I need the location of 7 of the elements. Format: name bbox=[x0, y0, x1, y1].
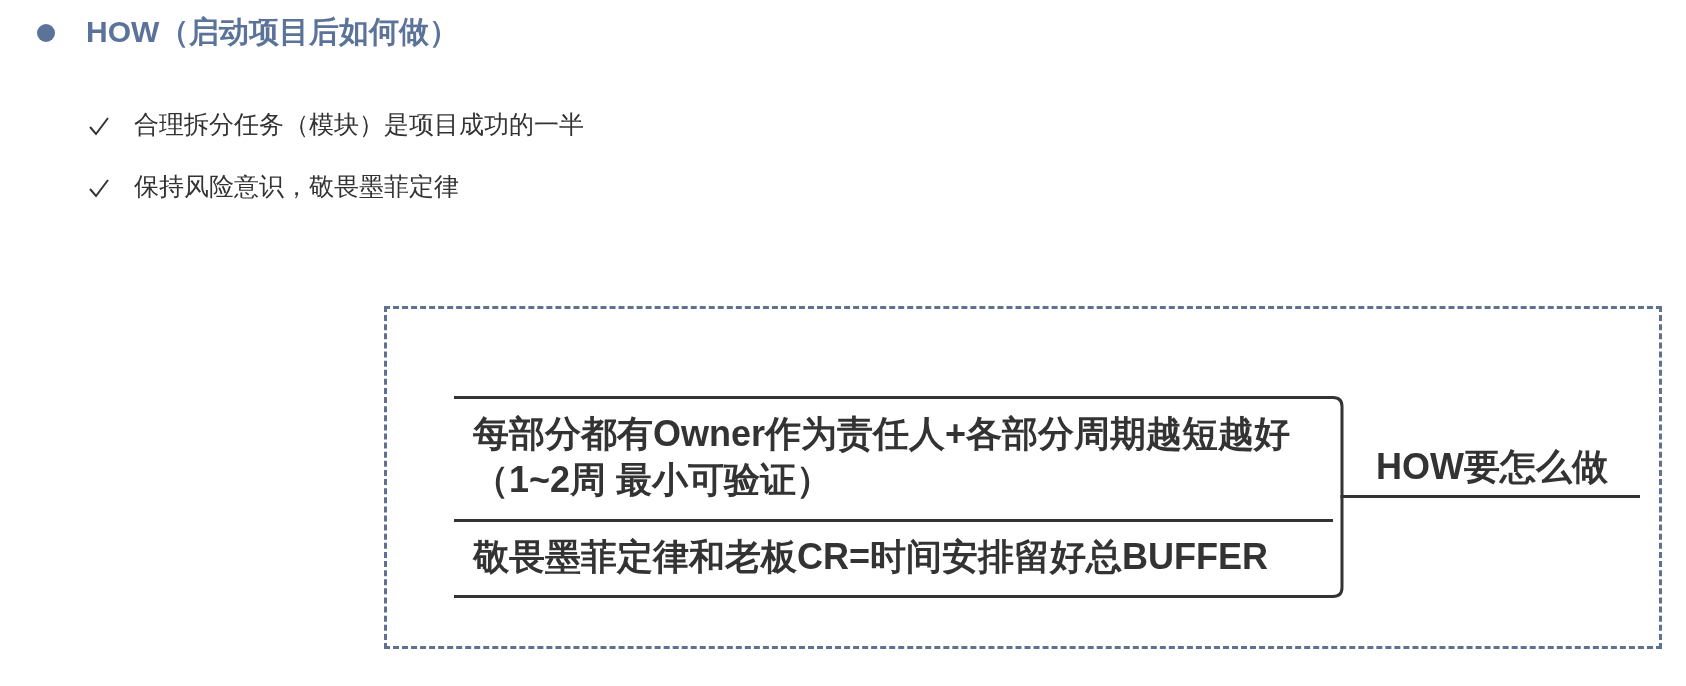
title: HOW（启动项目后如何做） bbox=[86, 14, 460, 50]
branch-topic: 每部分都有Owner作为责任人+各部分周期越短越好（1~2周 最小可验证） bbox=[454, 396, 1333, 522]
dashed-frame bbox=[384, 306, 1662, 649]
checklist-item: 保持风险意识，敬畏墨菲定律 bbox=[134, 171, 459, 202]
topic-label: HOW要怎么做 bbox=[1344, 440, 1640, 498]
checklist-item: 合理拆分任务（模块）是项目成功的一半 bbox=[134, 109, 584, 140]
branch-topic: 敬畏墨菲定律和老板CR=时间安排留好总BUFFER bbox=[454, 522, 1333, 598]
